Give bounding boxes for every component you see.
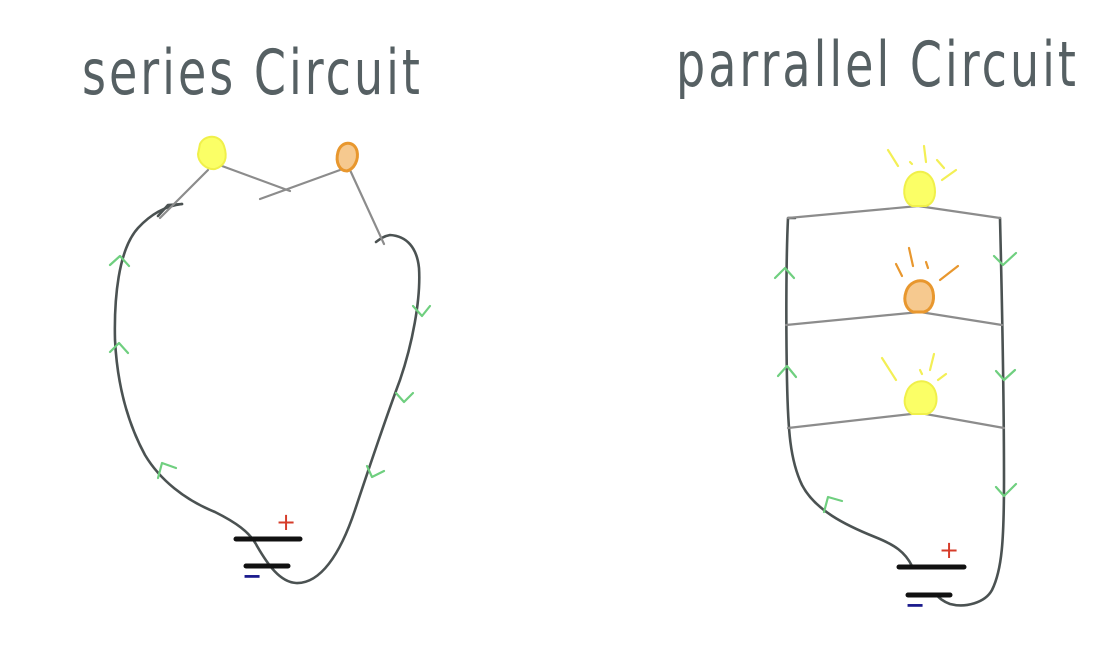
series-lead-3 (258, 168, 342, 201)
parallel-right-wire (934, 216, 1006, 607)
series-arrow-1 (108, 254, 131, 268)
series-yellow-bulb (196, 135, 227, 171)
parallel-battery-plus-sign: + (939, 536, 959, 564)
parallel-battery-minus-sign: − (905, 591, 925, 619)
parallel-arrow-right-3 (994, 482, 1018, 498)
series-battery-plus-sign: + (276, 508, 296, 536)
parallel-bulb-2-rays (894, 246, 960, 282)
parallel-rung-2 (784, 310, 1004, 327)
series-lead-1 (158, 168, 210, 220)
parallel-arrow-right-2 (994, 368, 1017, 382)
series-circuit: + − (108, 135, 432, 590)
series-loop-wire (113, 202, 421, 585)
series-arrow-3 (156, 461, 178, 480)
series-circuit-title: series Circuit (82, 36, 423, 109)
series-arrow-6 (365, 464, 386, 479)
parallel-arrow-left-2 (776, 364, 798, 379)
parallel-rung-3 (786, 411, 1006, 430)
series-wire-hook (156, 202, 184, 218)
parallel-bulb-3-rays (880, 352, 948, 382)
series-lead-4 (348, 168, 386, 246)
series-arrow-5 (394, 391, 415, 404)
series-lead-2 (220, 164, 292, 193)
parallel-circuit: + − (773, 144, 1018, 619)
series-battery-minus-sign: − (242, 562, 262, 590)
parallel-circuit-title: parrallel Circuit (676, 28, 1079, 101)
series-orange-bulb (335, 141, 359, 173)
parallel-bulb-1 (903, 170, 936, 207)
parallel-arrow-left-1 (773, 266, 796, 280)
parallel-arrow-right-1 (992, 251, 1018, 267)
parallel-bulb-3 (903, 380, 938, 415)
parallel-arrow-left-3 (822, 495, 844, 514)
series-arrow-2 (108, 341, 130, 355)
parallel-left-wire (785, 216, 914, 568)
parallel-bulb-2 (903, 279, 935, 314)
series-arrow-4 (411, 304, 432, 318)
parallel-rung-1 (786, 204, 1002, 220)
parallel-bulb-1-rays (886, 144, 958, 182)
